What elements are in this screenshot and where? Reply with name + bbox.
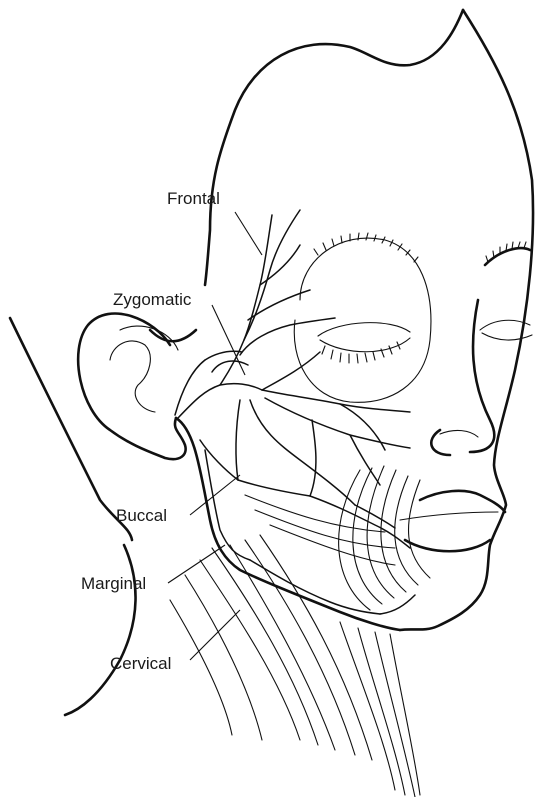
orbicularis-oris xyxy=(339,466,430,610)
label-zygomatic: Zygomatic xyxy=(113,291,191,308)
left-brow-hairs xyxy=(314,233,418,262)
right-eye xyxy=(480,320,532,340)
nose-outline xyxy=(431,300,494,455)
mouth-line xyxy=(400,512,498,520)
right-brow xyxy=(485,248,530,265)
lower-lip xyxy=(405,540,490,551)
neck-muscle-lines xyxy=(170,495,420,797)
neck-back-lower xyxy=(65,545,136,715)
upper-lip xyxy=(420,491,505,512)
ear-outline xyxy=(78,314,185,460)
left-lashes xyxy=(322,342,400,363)
left-eye-lower xyxy=(320,338,410,352)
label-frontal: Frontal xyxy=(167,190,220,207)
frontal-leader xyxy=(235,212,262,255)
neck-back xyxy=(10,318,132,540)
label-cervical: Cervical xyxy=(110,655,171,672)
scalp-outline xyxy=(205,10,463,285)
label-buccal: Buccal xyxy=(116,507,167,524)
ear-inner xyxy=(110,341,155,412)
zygomatic-leader xyxy=(212,305,245,375)
marginal-leader xyxy=(168,545,225,583)
cervical-leader xyxy=(190,610,240,660)
label-leaders xyxy=(168,212,262,660)
left-eye-lid xyxy=(318,323,410,336)
nostril xyxy=(440,430,478,437)
facial-nerve xyxy=(175,210,415,614)
label-marginal: Marginal xyxy=(81,575,146,592)
